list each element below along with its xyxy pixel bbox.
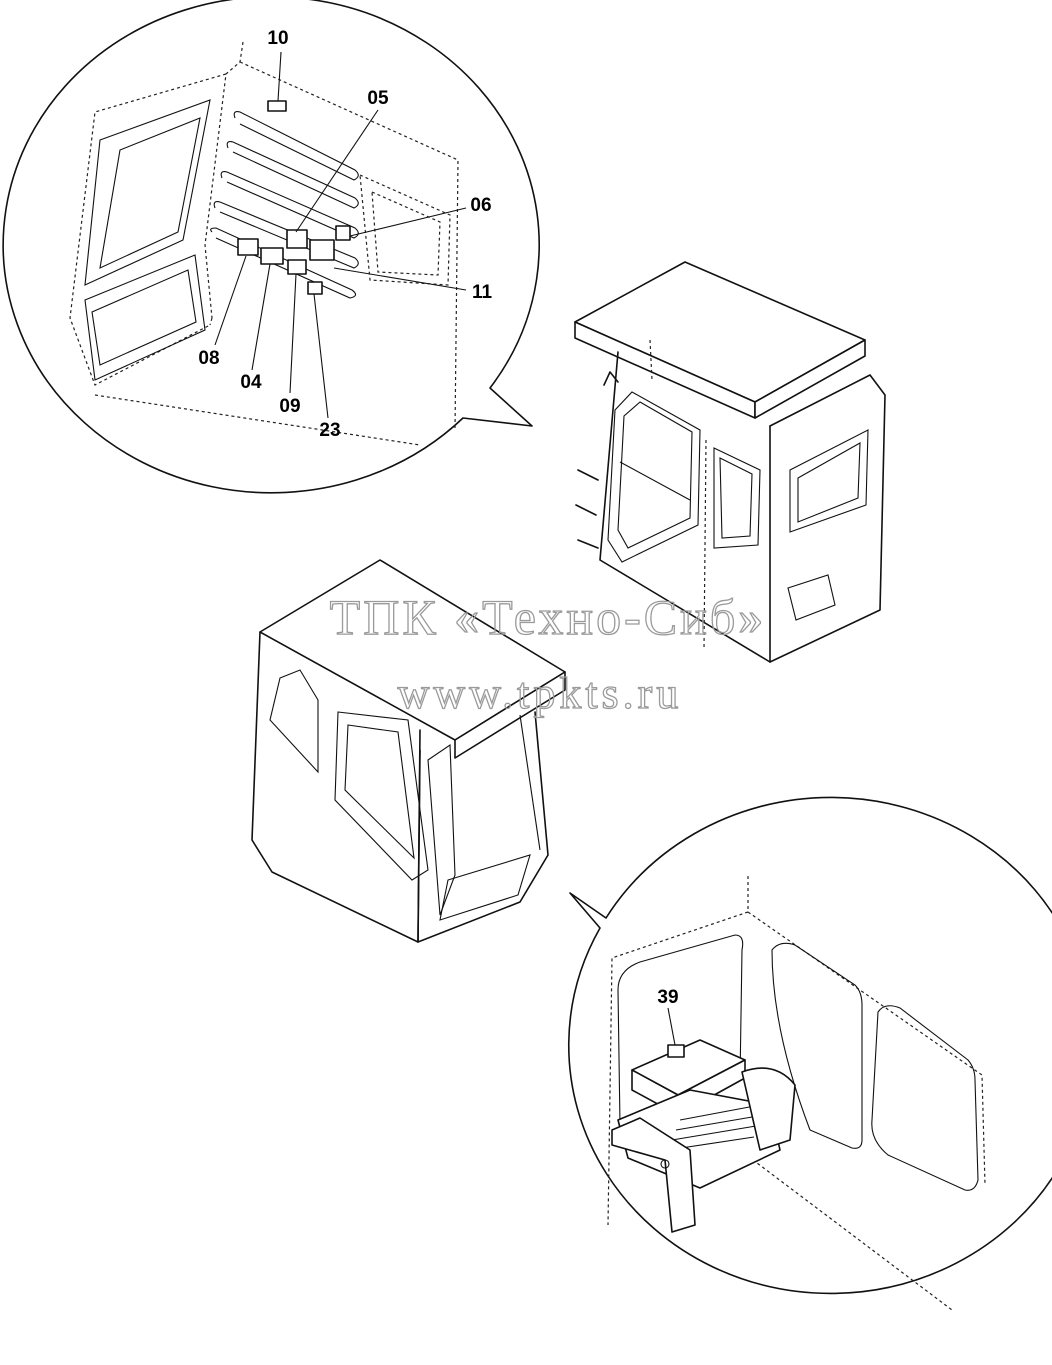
detail-bubble-bottom-right: 39 xyxy=(568,796,1052,1311)
callout-10: 10 xyxy=(267,28,288,49)
cab-interior-corner xyxy=(69,41,459,446)
decal-08 xyxy=(237,238,259,256)
callout-09: 09 xyxy=(279,396,300,417)
watermark-url: www.tpkts.ru xyxy=(398,669,683,718)
cab-front-view xyxy=(251,559,566,943)
callout-06: 06 xyxy=(470,195,491,216)
leader-lines xyxy=(214,51,467,419)
decal-plates xyxy=(237,100,351,295)
decal-10 xyxy=(267,100,287,112)
decal-04 xyxy=(260,247,284,265)
watermark: ТПК «Техно-Сиб» www.tpkts.ru xyxy=(329,588,767,718)
decal-09 xyxy=(287,259,307,275)
cab-interior-view xyxy=(607,876,986,1311)
leader-line-39 xyxy=(667,1007,676,1046)
bubble-outline xyxy=(568,796,1052,1295)
detail-bubble-top-left: 10 05 06 11 08 04 09 23 xyxy=(2,0,540,494)
cab-rear-view xyxy=(574,261,886,663)
callout-11: 11 xyxy=(472,282,493,303)
decal-39 xyxy=(667,1044,685,1058)
decal-11 xyxy=(309,239,335,261)
decal-23 xyxy=(307,281,323,295)
decal-05 xyxy=(286,229,308,249)
watermark-company: ТПК «Техно-Сиб» xyxy=(330,589,767,645)
callout-04: 04 xyxy=(240,372,262,393)
callout-39: 39 xyxy=(657,987,678,1008)
control-console xyxy=(611,1039,796,1233)
bubble-outline xyxy=(2,0,540,494)
callout-08: 08 xyxy=(198,348,219,369)
callout-23: 23 xyxy=(319,420,340,441)
handrail-bars xyxy=(210,111,359,299)
callout-05: 05 xyxy=(367,88,389,109)
decal-06 xyxy=(335,225,351,241)
